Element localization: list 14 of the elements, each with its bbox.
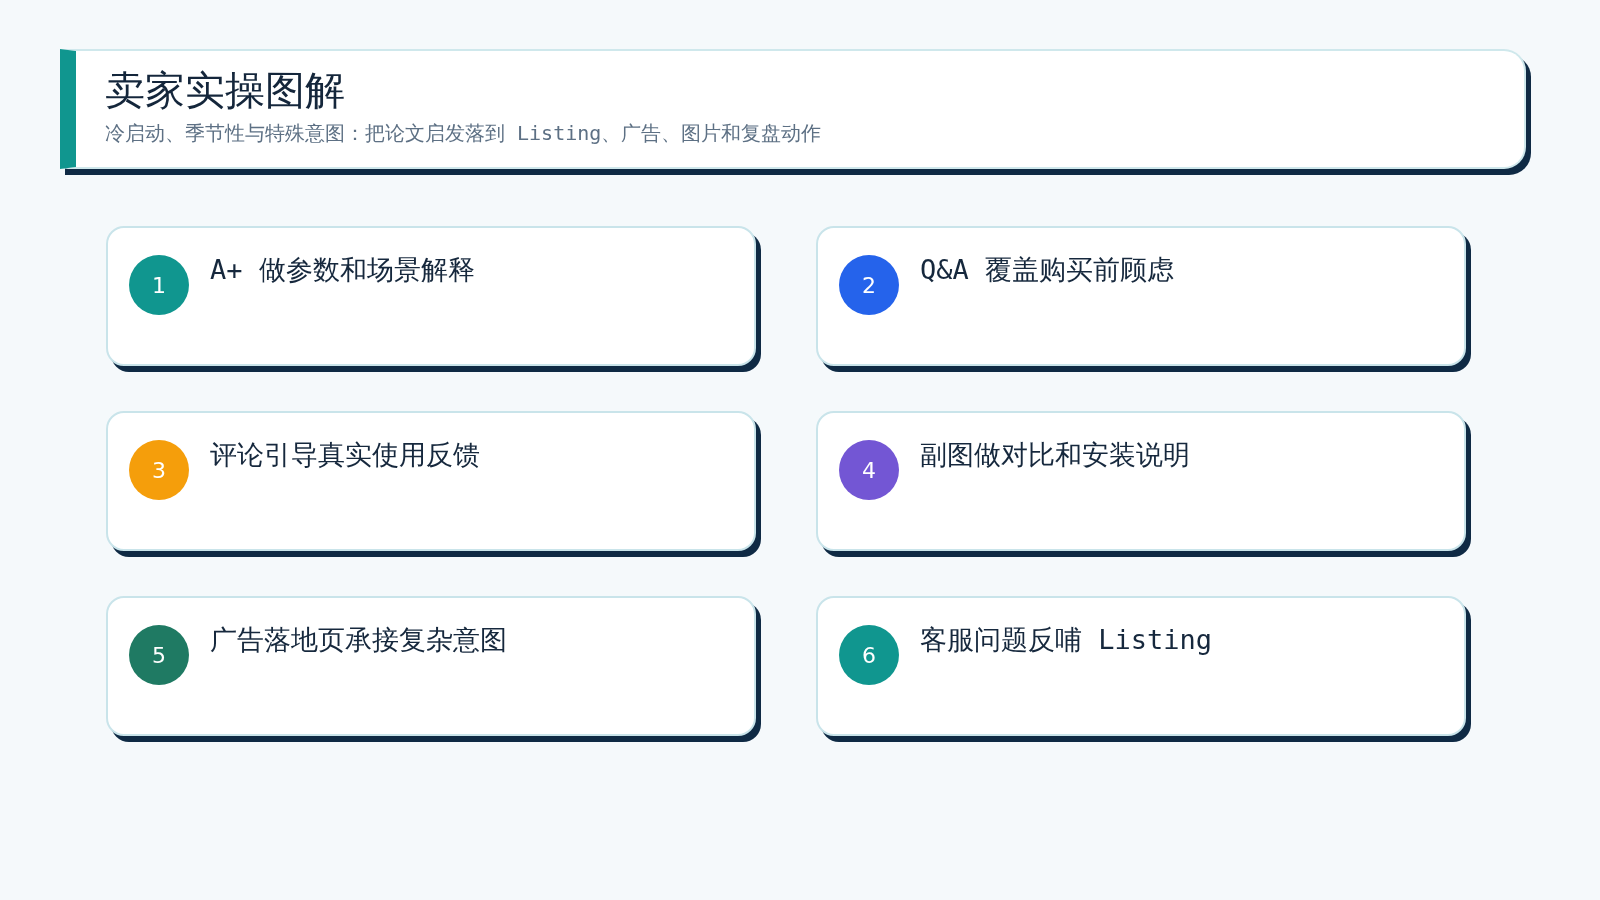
step-number: 6 bbox=[839, 625, 899, 685]
step-text: A+ 做参数和场景解释 bbox=[210, 253, 475, 287]
subtitle: 冷启动、季节性与特殊意图：把论文启发落到 Listing、广告、图片和复盘动作 bbox=[105, 121, 822, 145]
step-number: 1 bbox=[129, 255, 189, 315]
step-number: 3 bbox=[129, 440, 189, 500]
step-text: 广告落地页承接复杂意图 bbox=[210, 623, 507, 657]
title: 卖家实操图解 bbox=[105, 67, 345, 113]
step-text: Q&A 覆盖购买前顾虑 bbox=[920, 253, 1175, 287]
step-number: 4 bbox=[839, 440, 899, 500]
step-number: 2 bbox=[839, 255, 899, 315]
step-text: 客服问题反哺 Listing bbox=[920, 623, 1213, 657]
step-number: 5 bbox=[129, 625, 189, 685]
step-text: 评论引导真实使用反馈 bbox=[210, 438, 480, 472]
step-text: 副图做对比和安装说明 bbox=[920, 438, 1190, 472]
